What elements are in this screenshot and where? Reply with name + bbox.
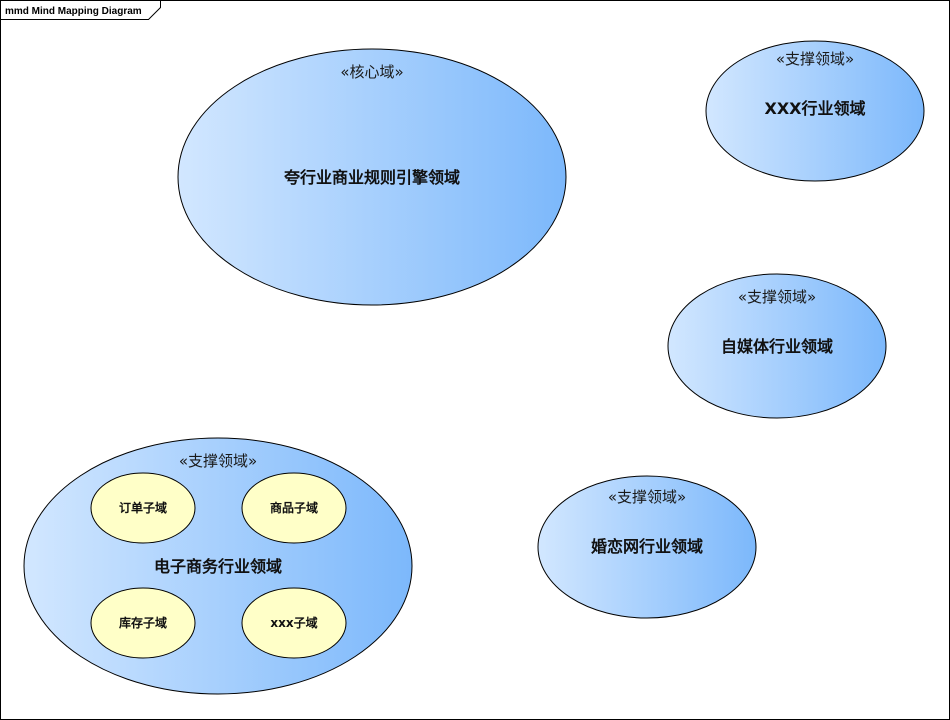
domain-xxx[interactable]: «支撑领域» XXX行业领域	[705, 40, 925, 182]
domain-media-name: 自媒体行业领域	[721, 337, 833, 356]
subdomain-inventory[interactable]: 库存子域	[90, 587, 196, 659]
subdomain-xxx[interactable]: xxx子域	[241, 587, 347, 659]
subdomain-product-name: 商品子域	[270, 500, 318, 515]
subdomain-inventory-name: 库存子域	[119, 615, 167, 630]
subdomain-product[interactable]: 商品子域	[241, 472, 347, 544]
domain-xxx-name: XXX行业领域	[764, 99, 865, 118]
domain-core-ellipse[interactable]	[177, 48, 567, 306]
domain-dating-name: 婚恋网行业领域	[591, 537, 703, 556]
domain-media-stereotype: «支撑领域»	[738, 288, 816, 306]
subdomain-inventory-ellipse[interactable]	[90, 587, 196, 659]
domain-core-name: 夸行业商业规则引擎领域	[283, 168, 460, 187]
subdomain-order[interactable]: 订单子域	[90, 472, 196, 544]
domain-dating-stereotype: «支撑领域»	[608, 488, 686, 506]
domain-ecommerce-stereotype: «支撑领域»	[179, 452, 257, 470]
domain-xxx-ellipse[interactable]	[705, 40, 925, 182]
domain-dating[interactable]: «支撑领域» 婚恋网行业领域	[537, 475, 757, 619]
subdomain-order-ellipse[interactable]	[90, 472, 196, 544]
frame-title: mmd Mind Mapping Diagram	[5, 6, 142, 17]
domain-core[interactable]: «核心域» 夸行业商业规则引擎领域	[177, 48, 567, 306]
domain-media[interactable]: «支撑领域» 自媒体行业领域	[667, 273, 887, 419]
domain-media-ellipse[interactable]	[667, 273, 887, 419]
subdomain-product-ellipse[interactable]	[241, 472, 347, 544]
subdomain-xxx-name: xxx子域	[270, 615, 317, 630]
frame-title-tab	[0, 0, 161, 20]
domain-xxx-stereotype: «支撑领域»	[776, 50, 854, 68]
subdomain-order-name: 订单子域	[119, 500, 167, 515]
domain-ecommerce-name: 电子商务行业领域	[154, 557, 282, 576]
domain-ecommerce[interactable]: «支撑领域» 电子商务行业领域 订单子域 商品子域 库存子域 xxx子域	[23, 437, 413, 695]
subdomain-xxx-ellipse[interactable]	[241, 587, 347, 659]
domain-dating-ellipse[interactable]	[537, 475, 757, 619]
domain-core-stereotype: «核心域»	[340, 63, 403, 81]
